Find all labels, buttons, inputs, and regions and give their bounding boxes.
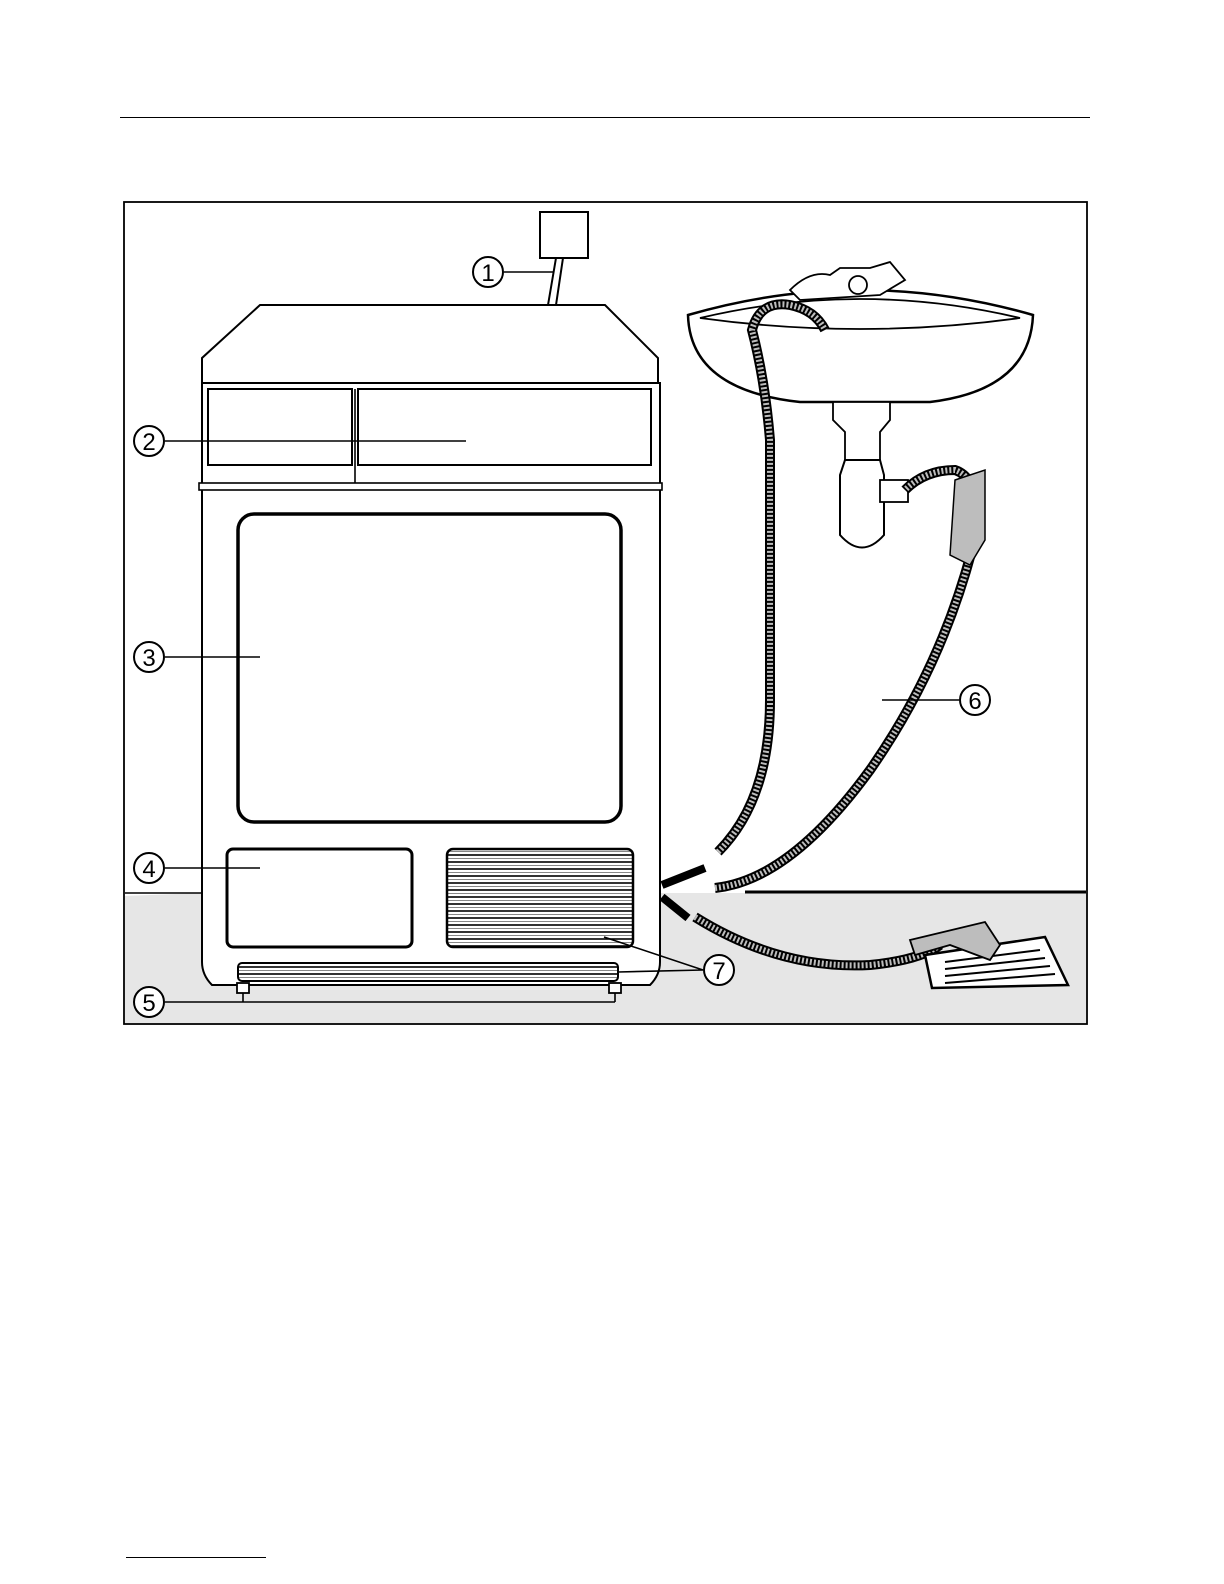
siphon-connector: [880, 480, 908, 502]
control-panel-left: [208, 389, 352, 465]
callout-3: 3: [134, 642, 164, 672]
callout-5: 5: [134, 987, 164, 1017]
foot-left: [237, 983, 249, 993]
callout-2-label: 2: [142, 429, 155, 456]
siphon-trap: [840, 460, 884, 548]
condenser-flap: [227, 849, 412, 947]
dryer: [199, 305, 662, 993]
callout-3-label: 3: [142, 645, 155, 672]
ventilation-grill: [447, 849, 633, 947]
callout-7: 7: [704, 955, 734, 985]
control-panel-right: [358, 389, 651, 465]
callout-5-label: 5: [142, 990, 155, 1017]
callout-4: 4: [134, 853, 164, 883]
wall-socket: [540, 212, 588, 258]
panel-bottom-edge: [199, 483, 662, 490]
callout-2: 2: [134, 426, 164, 456]
foot-right: [609, 983, 621, 993]
callout-1-label: 1: [481, 260, 494, 287]
callout-4-label: 4: [142, 856, 155, 883]
callout-6: 6: [960, 685, 990, 715]
plinth-grill: [238, 963, 618, 981]
dryer-top: [202, 305, 658, 383]
dryer-door: [238, 514, 621, 822]
tap-knob: [849, 276, 867, 294]
footer-rule: [126, 1557, 266, 1558]
callout-7-label: 7: [712, 958, 725, 985]
callout-1: 1: [473, 257, 503, 287]
callout-6-label: 6: [968, 688, 981, 715]
